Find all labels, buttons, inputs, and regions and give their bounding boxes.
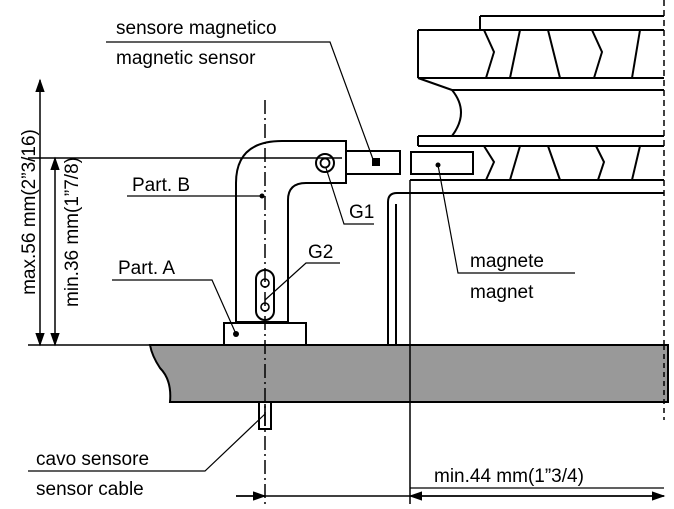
- part-a-label: Part. A: [118, 258, 175, 279]
- g1-screw-inner: [319, 157, 331, 169]
- g1-label: G1: [349, 202, 374, 223]
- g2-label: G2: [308, 242, 333, 263]
- sensor-tip: [372, 158, 380, 166]
- magnet-label-en: magnet: [470, 282, 534, 303]
- magnet-leader: [437, 164, 575, 274]
- max-dimension-label: max.56 mm(2”3/16): [19, 129, 40, 295]
- g2-leader: [264, 262, 340, 301]
- min-dimension-label: min.36 mm(1”7/8): [62, 157, 83, 307]
- cable-leader: [28, 413, 266, 472]
- cable-label-it: cavo sensore: [36, 449, 149, 470]
- magnet-leader-dot: [435, 162, 441, 168]
- part-b-label: Part. B: [132, 175, 190, 196]
- rotor-outline: [387, 15, 664, 345]
- sensor-label-it: sensore magnetico: [116, 18, 277, 39]
- horizontal-dimension-label: min.44 mm(1”3/4): [434, 466, 584, 487]
- part-a-leader: [112, 279, 237, 335]
- g1-leader: [325, 167, 374, 225]
- magnet: [410, 151, 474, 175]
- sensor-leader: [106, 41, 375, 163]
- base-plate: [148, 344, 669, 403]
- magnet-label-it: magnete: [470, 251, 544, 272]
- sensor-label-en: magnetic sensor: [116, 48, 256, 69]
- cable-label-en: sensor cable: [36, 479, 144, 500]
- part-b-leader-dot: [259, 193, 265, 199]
